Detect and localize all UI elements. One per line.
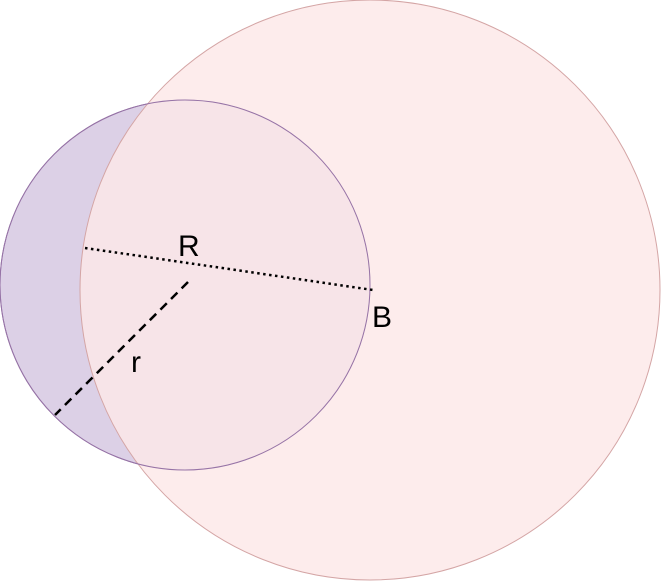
big-radius-line xyxy=(84,246,374,292)
big-radius-label: R xyxy=(178,230,200,263)
small-radius-line xyxy=(54,281,189,416)
point-b-label: B xyxy=(372,301,392,334)
small-radius-label: r xyxy=(131,346,141,379)
small-circle-outline xyxy=(0,99,371,471)
